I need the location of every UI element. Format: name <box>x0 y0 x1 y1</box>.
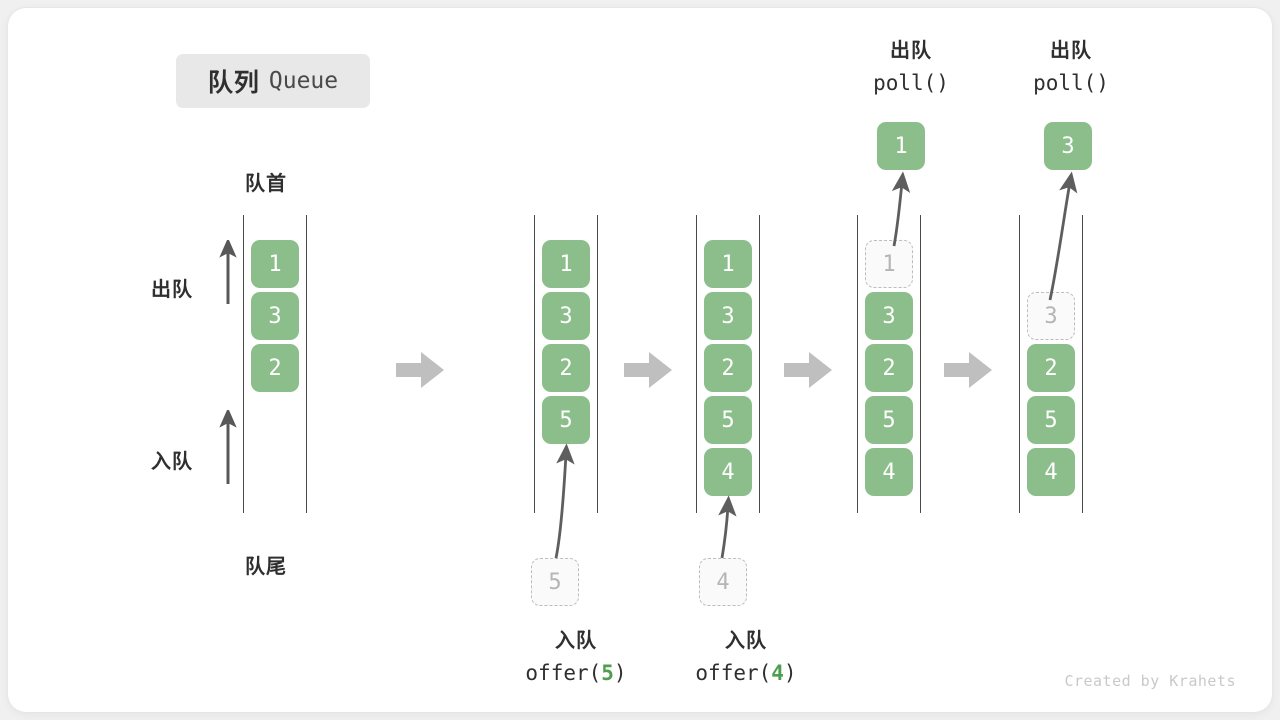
operation-code: poll() <box>1033 71 1109 95</box>
incoming-ghost-cell: 5 <box>531 558 579 606</box>
queue-rail-right <box>1082 215 1083 513</box>
title-chinese: 队列 <box>207 69 260 97</box>
queue-cell: 2 <box>865 344 913 392</box>
queue-rail-right <box>759 215 760 513</box>
queue-rail-left <box>696 215 697 513</box>
queue-cell-removed: 3 <box>1027 292 1075 340</box>
queue-cell: 4 <box>865 448 913 496</box>
operation-name: 出队 <box>1049 40 1092 62</box>
queue-column-polling-1: 1 3 2 5 4 <box>857 215 921 513</box>
queue-column-polling-3: 3 2 5 4 <box>1019 215 1083 513</box>
queue-cell: 2 <box>1027 344 1075 392</box>
queue-cell: 2 <box>542 344 590 392</box>
queue-rail-left <box>1019 215 1020 513</box>
queue-cell: 4 <box>1027 448 1075 496</box>
queue-cell: 5 <box>1027 396 1075 444</box>
operation-code: offer(5) <box>525 661 627 685</box>
flow-arrow-icon <box>396 352 444 388</box>
operation-name: 出队 <box>889 40 932 62</box>
incoming-ghost-cell: 4 <box>699 558 747 606</box>
operation-name: 入队 <box>554 630 597 652</box>
queue-rail-right <box>597 215 598 513</box>
flow-arrow-icon <box>944 352 992 388</box>
queue-rail-left <box>857 215 858 513</box>
figure-title-badge: 队列 Queue <box>176 54 370 108</box>
queue-cell: 1 <box>542 240 590 288</box>
queue-cell: 1 <box>704 240 752 288</box>
queue-cell: 3 <box>704 292 752 340</box>
dequeue-direction-arrow <box>219 240 237 304</box>
operation-label-poll-1: 出队 poll() <box>873 36 949 100</box>
flow-arrow-icon <box>624 352 672 388</box>
queue-cell: 5 <box>865 396 913 444</box>
queue-rail-right <box>920 215 921 513</box>
queue-cell: 3 <box>542 292 590 340</box>
queue-column-after-offer-5: 1 3 2 5 <box>534 215 598 513</box>
queue-column-after-offer-4: 1 3 2 5 4 <box>696 215 760 513</box>
rear-label: 队尾 <box>245 556 287 578</box>
operation-label-offer-4: 入队 offer(4) <box>695 626 796 690</box>
dequeue-side-label: 出队 <box>151 279 193 301</box>
queue-cell-removed: 1 <box>865 240 913 288</box>
figure-card: 队列 Queue 队首 队尾 出队 入队 1 3 2 <box>8 8 1272 712</box>
queue-rail-left <box>534 215 535 513</box>
queue-cell: 5 <box>542 396 590 444</box>
credit-text: Created by Krahets <box>1064 672 1236 690</box>
queue-cell: 3 <box>865 292 913 340</box>
queue-cell: 4 <box>704 448 752 496</box>
operation-name: 入队 <box>724 630 767 652</box>
queue-cell: 1 <box>251 240 299 288</box>
enqueue-direction-arrow <box>219 410 237 484</box>
flow-arrow-icon <box>784 352 832 388</box>
queue-cell: 2 <box>251 344 299 392</box>
queue-rail-right <box>306 215 307 513</box>
enqueue-side-label: 入队 <box>151 451 193 473</box>
title-english: Queue <box>268 68 339 94</box>
queue-cell: 5 <box>704 396 752 444</box>
dequeued-cell: 1 <box>877 122 925 170</box>
queue-column-initial: 1 3 2 <box>243 215 307 513</box>
queue-rail-left <box>243 215 244 513</box>
queue-cell: 3 <box>251 292 299 340</box>
operation-label-offer-5: 入队 offer(5) <box>525 626 626 690</box>
front-label: 队首 <box>245 173 287 195</box>
operation-code: offer(4) <box>695 661 797 685</box>
operation-code: poll() <box>873 71 949 95</box>
queue-cell: 2 <box>704 344 752 392</box>
dequeued-cell: 3 <box>1044 122 1092 170</box>
operation-label-poll-2: 出队 poll() <box>1033 36 1109 100</box>
